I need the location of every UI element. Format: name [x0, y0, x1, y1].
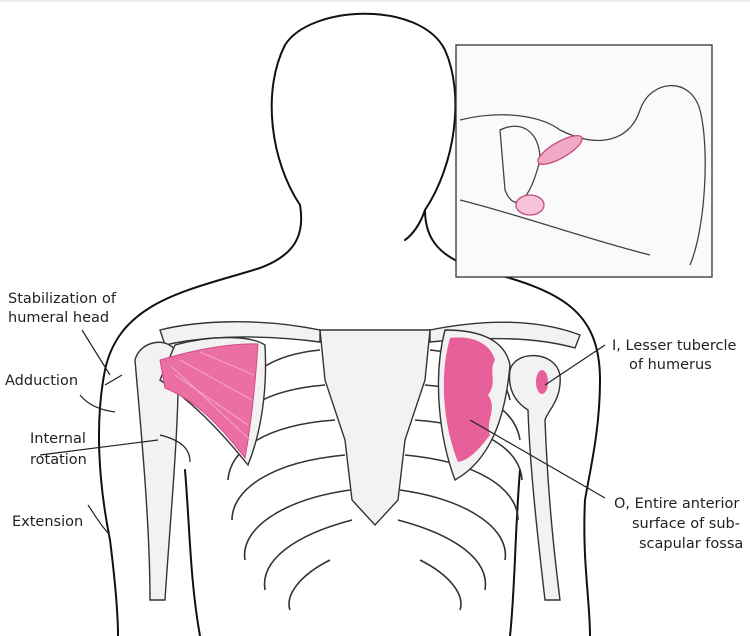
muscle-fibers — [169, 351, 255, 441]
inset-lying-figure — [459, 85, 706, 266]
leader-lines — [39, 329, 606, 499]
label-extension: Extension — [12, 514, 83, 530]
body-outline-left — [97, 204, 303, 636]
subscapularis-muscle-left — [159, 343, 259, 460]
right-humerus — [508, 354, 561, 601]
inset-frame — [455, 44, 713, 278]
motion-arrows — [79, 374, 191, 536]
lesser-tubercle-insertion — [536, 370, 548, 394]
sternum — [319, 329, 431, 527]
subscapularis-origin-right — [443, 337, 495, 462]
torso-line-right — [509, 469, 521, 636]
torso-line-left — [184, 469, 201, 636]
label-adduction: Adduction — [5, 373, 78, 389]
left-humerus — [134, 341, 179, 601]
